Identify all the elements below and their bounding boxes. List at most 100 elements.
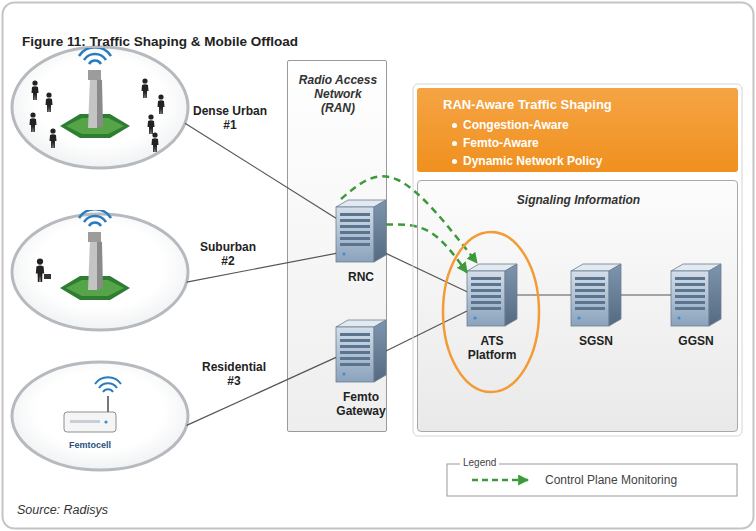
bullet-dot [452, 159, 457, 164]
server-slot [471, 289, 501, 292]
server-node: ATS Platform [467, 263, 517, 327]
area-label: Dense Urban #1 [190, 104, 270, 132]
person-icon [148, 114, 155, 134]
coverage-area: Suburban #2 [10, 212, 190, 332]
server-slot [575, 277, 605, 280]
group-frame [413, 84, 742, 436]
bullet-item: Dynamic Network Policy [463, 154, 723, 169]
server-side [609, 264, 621, 326]
device-label: Femtocell [55, 440, 125, 451]
server-slot [675, 283, 705, 286]
server-label: SGSN [566, 334, 626, 348]
server-front [671, 271, 709, 326]
area-outline [10, 360, 190, 472]
network-link [386, 311, 467, 351]
server-slot [575, 307, 605, 310]
server-slot [575, 289, 605, 292]
server-slot [340, 231, 370, 234]
server-slot [340, 345, 370, 348]
server-icon [467, 263, 517, 327]
server-slot [575, 301, 605, 304]
server-node: RNC [336, 199, 386, 263]
server-slot [675, 277, 705, 280]
server-slot [340, 237, 370, 240]
server-side [374, 320, 386, 382]
network-link [621, 294, 671, 295]
coverage-ellipse [12, 362, 188, 470]
radio-wave [95, 377, 121, 384]
radio-wave [99, 383, 117, 388]
radio-wave [103, 389, 113, 392]
server-front [571, 271, 609, 326]
area-label: Suburban #2 [195, 240, 261, 268]
person-icon [50, 128, 57, 148]
feature-box: RAN-Aware Traffic ShapingCongestion-Awar… [417, 88, 738, 172]
figure-title: Figure 11: Traffic Shaping & Mobile Offl… [22, 34, 298, 50]
server-slot [340, 363, 370, 366]
coverage-ellipse [12, 214, 188, 330]
coverage-area: FemtocellResidential #3 [10, 360, 190, 472]
server-slot [340, 357, 370, 360]
server-side [709, 264, 721, 326]
server-front [336, 327, 374, 382]
source-note: Source: Radisys [17, 503, 108, 518]
server-slot [340, 243, 370, 246]
server-front [467, 271, 505, 326]
server-icon [336, 319, 386, 383]
highlight-ellipse [443, 232, 539, 392]
server-slot [340, 333, 370, 336]
network-link [386, 253, 467, 291]
femtocell-slot [70, 420, 100, 423]
briefcase-icon [44, 274, 51, 279]
server-slot [471, 307, 501, 310]
coverage-ellipse [12, 47, 188, 168]
box-heading: RAN-Aware Traffic Shaping [443, 97, 733, 113]
area-outline [10, 212, 190, 332]
server-light [342, 372, 345, 375]
femtocell-antenna [107, 396, 109, 412]
server-label: GGSN [666, 334, 726, 348]
server-light [342, 252, 345, 255]
panel-title: Signaling Information [418, 193, 739, 207]
server-front [336, 207, 374, 262]
server-slot [575, 283, 605, 286]
server-side [505, 264, 517, 326]
server-light [677, 316, 680, 319]
person-icon [158, 94, 165, 114]
bullet-dot [452, 141, 457, 146]
network-link [517, 294, 571, 295]
server-light [577, 316, 580, 319]
server-node: GGSN [671, 263, 721, 327]
bullet-item: Congestion-Aware [463, 118, 723, 133]
server-label: ATS Platform [462, 334, 522, 362]
server-icon [571, 263, 621, 327]
legend-sample-line [472, 479, 528, 482]
server-slot [471, 283, 501, 286]
server-label: RNC [331, 270, 391, 284]
person-icon [32, 80, 39, 100]
monitoring-arrow [386, 224, 467, 272]
femtocell-light [104, 420, 107, 423]
server-node: SGSN [571, 263, 621, 327]
cell-tower [60, 47, 130, 138]
server-slot [675, 301, 705, 304]
legend-text: Control Plane Monitoring [545, 473, 677, 487]
femtocell-box [64, 412, 116, 432]
legend-heading: Legend [460, 457, 499, 469]
server-slot [675, 295, 705, 298]
server-slot [340, 225, 370, 228]
server-slot [575, 295, 605, 298]
network-link [187, 357, 336, 425]
person-icon [152, 132, 159, 152]
person-icon [46, 92, 53, 112]
server-node: Femto Gateway [336, 319, 386, 383]
server-slot [340, 351, 370, 354]
bullet-dot [452, 123, 457, 128]
coverage-area: Dense Urban #1 [10, 45, 190, 170]
server-slot [471, 277, 501, 280]
server-icon [671, 263, 721, 327]
cell-tower [60, 209, 130, 300]
